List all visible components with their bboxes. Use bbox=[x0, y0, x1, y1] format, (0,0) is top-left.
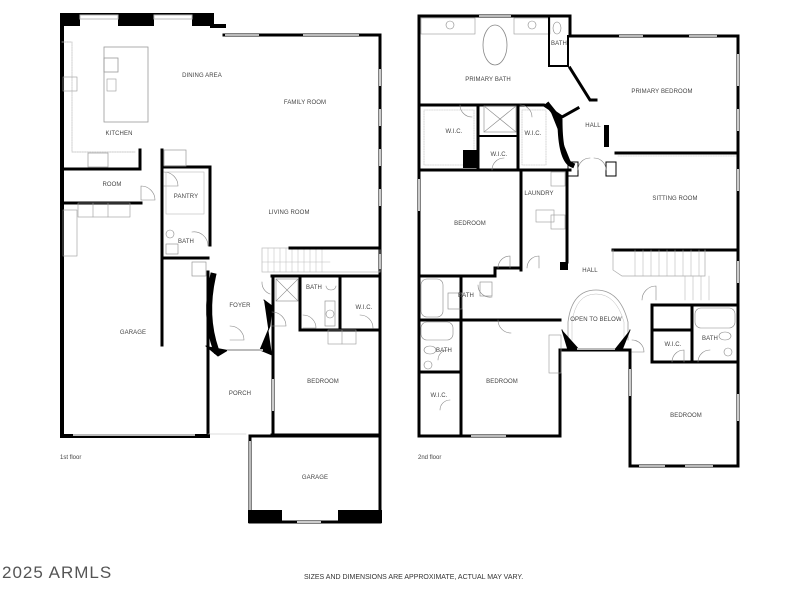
room-label-bath: BATH bbox=[458, 293, 474, 299]
first-floor-label: 1st floor bbox=[60, 455, 82, 461]
room-label-open-to-below: OPEN TO BELOW bbox=[570, 317, 622, 323]
room-label-hall: HALL bbox=[585, 123, 601, 129]
room-label-bath: BATH bbox=[178, 239, 194, 245]
room-label-bedroom: BEDROOM bbox=[307, 379, 339, 385]
room-label-dining-area: DINING AREA bbox=[182, 73, 222, 79]
room-label-family-room: FAMILY ROOM bbox=[283, 100, 327, 106]
disclaimer-text: SIZES AND DIMENSIONS ARE APPROXIMATE, AC… bbox=[304, 574, 524, 581]
room-label-wic: W.I.C. bbox=[490, 152, 508, 158]
room-label-garage: GARAGE bbox=[119, 330, 147, 336]
room-label-bath: BATH bbox=[306, 285, 322, 291]
room-label-primary-bath: PRIMARY BATH bbox=[465, 77, 511, 83]
room-label-bedroom: BEDROOM bbox=[486, 379, 518, 385]
room-label-wic: W.I.C. bbox=[664, 342, 682, 348]
copyright-watermark: 2025 ARMLS bbox=[2, 563, 113, 582]
room-label-bath: BATH bbox=[436, 348, 452, 354]
room-label-foyer: FOYER bbox=[229, 303, 251, 309]
room-label-bedroom: BEDROOM bbox=[454, 221, 486, 227]
room-label-porch: PORCH bbox=[228, 391, 252, 397]
room-label-bedroom: BEDROOM bbox=[670, 413, 702, 419]
room-label-wic: W.I.C. bbox=[355, 305, 373, 311]
room-label-wic: W.I.C. bbox=[524, 131, 542, 137]
room-label-wic: W.I.C. bbox=[445, 129, 463, 135]
room-label-room: ROOM bbox=[102, 182, 122, 188]
room-label-bath: BATH bbox=[702, 336, 718, 342]
room-label-living-room: LIVING ROOM bbox=[268, 210, 310, 216]
first-floor-plan bbox=[60, 13, 382, 524]
room-label-kitchen: KITCHEN bbox=[105, 131, 133, 137]
room-label-laundry: LAUNDRY bbox=[524, 191, 554, 197]
room-label-primary-bedroom: PRIMARY BEDROOM bbox=[631, 89, 693, 95]
second-floor-label: 2nd floor bbox=[418, 455, 442, 461]
room-label-sitting-room: SITTING ROOM bbox=[652, 196, 698, 202]
room-label-garage: GARAGE bbox=[301, 475, 329, 481]
room-label-hall: HALL bbox=[582, 268, 598, 274]
second-floor-plan bbox=[417, 14, 740, 468]
room-label-pantry: PANTRY bbox=[173, 194, 199, 200]
room-label-wic: W.I.C. bbox=[430, 393, 448, 399]
room-label-bath: BATH bbox=[551, 41, 567, 47]
